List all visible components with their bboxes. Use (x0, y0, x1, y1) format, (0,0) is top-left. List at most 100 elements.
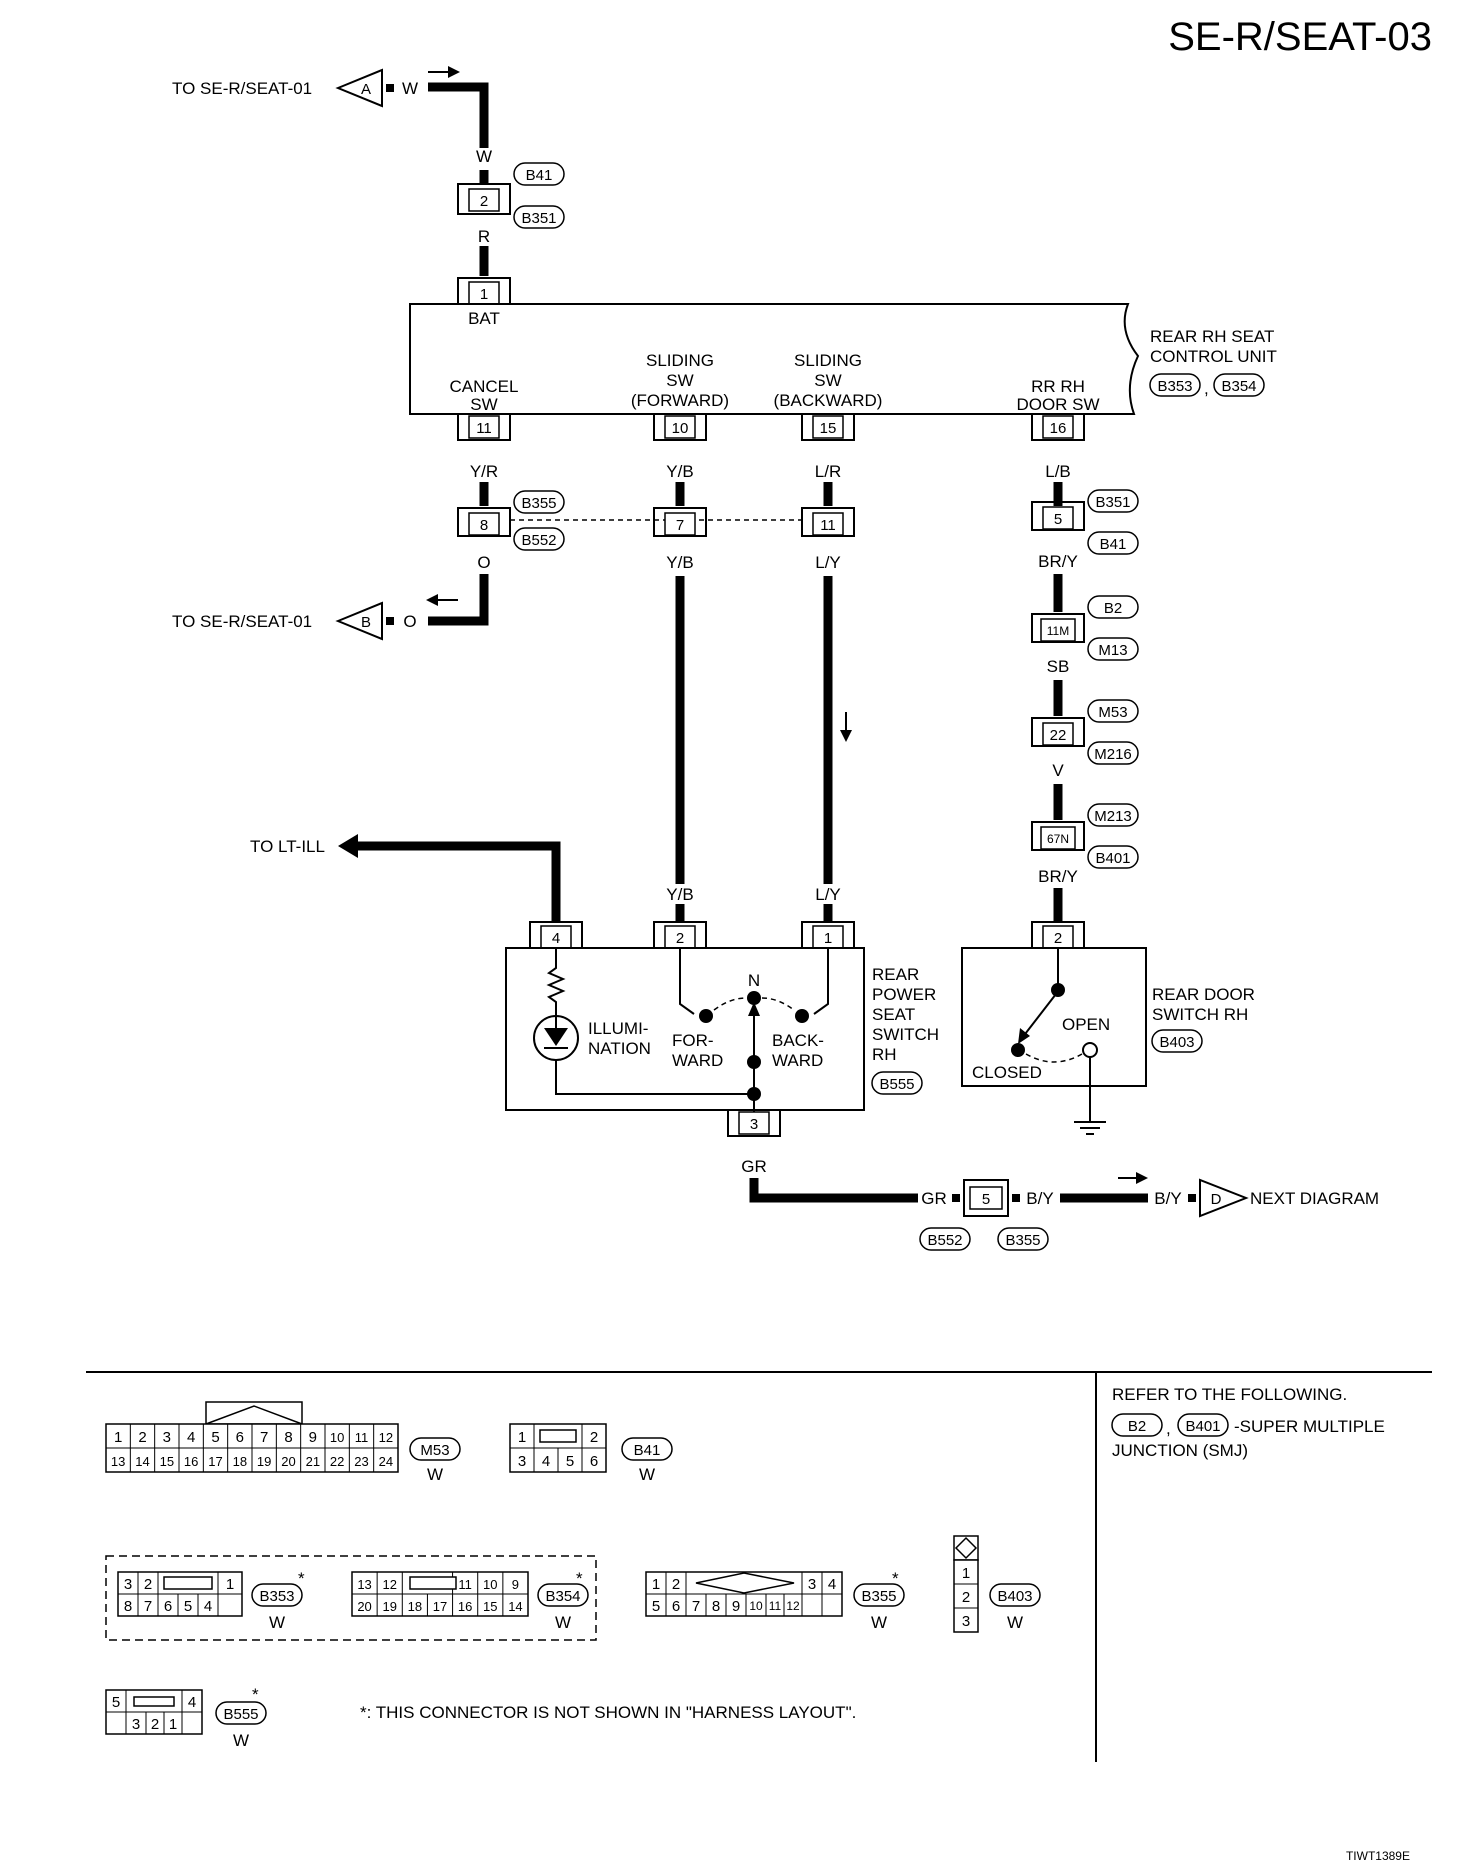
wire-label-lb: L/B (1045, 462, 1071, 481)
badge-b355-bottom (997, 1227, 1049, 1251)
badge-b353-legend (251, 1583, 303, 1607)
seat-switch-pin-group-2 (653, 921, 707, 949)
badge-b355-mid-label: B355 (521, 495, 556, 512)
wire-label-ly-mid: L/Y (815, 553, 841, 572)
neutral-label: N (748, 971, 760, 990)
cu-pin-15-label: 15 (820, 420, 837, 437)
badge-b351-top (513, 205, 565, 229)
conn-pin-67n-label: 67N (1047, 832, 1069, 846)
cu-bat-label: BAT (468, 309, 500, 328)
wire-label-yb-mid: Y/B (666, 553, 693, 572)
badge-b2 (1087, 595, 1139, 619)
wire-label-o: O (477, 553, 490, 572)
badge-b401 (1087, 845, 1139, 869)
wire-label-w-top: W (402, 79, 418, 98)
door-switch-pin-2-label: 2 (1054, 930, 1062, 947)
b403-cell-2: 2 (962, 1589, 970, 1606)
b355-connector-face (645, 1571, 843, 1617)
b353-cell-5: 5 (184, 1598, 192, 1615)
badge-b41-right-label: B41 (1100, 536, 1127, 553)
door-contact-open (1082, 1042, 1098, 1058)
star-b354: * (576, 1569, 583, 1588)
b355-cell-6: 6 (672, 1598, 680, 1615)
cu-pin-group-16 (1031, 414, 1085, 441)
forward-label-1: FOR- (672, 1031, 714, 1050)
door-switch-name-1: REAR DOOR (1152, 985, 1255, 1004)
badge-b552-mid-label: B552 (521, 532, 556, 549)
color-w-b555: W (233, 1731, 249, 1750)
conn-pin-group-11 (801, 507, 855, 537)
b354-cell: 13 (357, 1577, 371, 1592)
conn-pin-group-5-right (1031, 501, 1085, 531)
contact-neutral (747, 991, 761, 1005)
refer-text-2: -SUPER MULTIPLE (1234, 1417, 1385, 1436)
cu-slidef-2: SW (666, 371, 693, 390)
b354-cell: 18 (408, 1599, 422, 1614)
wire-label-by-end: B/Y (1154, 1189, 1181, 1208)
b354-cell: 9 (512, 1577, 519, 1592)
seat-switch-pin-4-label: 4 (552, 930, 560, 947)
b353-cell-4: 4 (204, 1598, 212, 1615)
seat-switch-name-5: RH (872, 1045, 897, 1064)
m53-cell: 15 (160, 1454, 174, 1469)
label-to-seat01-b: TO SE-R/SEAT-01 (172, 612, 312, 631)
badge-b552-bottom (919, 1227, 971, 1251)
conn-stub-left (952, 1194, 960, 1202)
m53-cell: 5 (211, 1429, 219, 1446)
flag-a-stub (386, 84, 394, 92)
cu-pin-16-label: 16 (1050, 420, 1067, 437)
conn-pin-8-label: 8 (480, 517, 488, 534)
wire-label-w: W (476, 147, 492, 166)
cu-slideb-1: SLIDING (794, 351, 862, 370)
wire-lt-ill (356, 841, 561, 922)
wire-label-bry-bottom: BR/Y (1038, 867, 1078, 886)
wire-label-v: V (1052, 761, 1064, 780)
seat-switch-name-4: SWITCH (872, 1025, 939, 1044)
cu-pin-group-11 (457, 414, 511, 441)
page-title: SE-R/SEAT-03 (1168, 15, 1432, 59)
pin-label-b41-2: 2 (480, 193, 488, 210)
b355-cell-8: 8 (712, 1598, 720, 1615)
seat-switch-name-2: POWER (872, 985, 936, 1004)
b355-cell-3: 3 (808, 1576, 816, 1593)
b353-connector-face (117, 1571, 243, 1617)
m53-cell: 1 (114, 1429, 122, 1446)
b555-cell-4: 4 (188, 1694, 196, 1711)
seat-switch-name-1: REAR (872, 965, 919, 984)
label-next-diagram: NEXT DIAGRAM (1250, 1189, 1379, 1208)
badge-b351-right-label: B351 (1095, 494, 1130, 511)
wire-label-o-end: O (403, 612, 416, 631)
wire-label-yb-top: Y/B (666, 462, 693, 481)
badge-b2-refer (1111, 1413, 1163, 1437)
direction-arrowhead-o (426, 594, 438, 606)
cu-door-1: RR RH (1031, 377, 1085, 396)
conn-pin-11-label: 11 (820, 517, 836, 534)
flag-a-letter: A (361, 81, 371, 98)
m53-cell: 8 (284, 1429, 292, 1446)
b555-cell-1: 1 (169, 1716, 177, 1733)
b353-cell-8: 8 (124, 1598, 132, 1615)
badge-m213 (1087, 803, 1139, 827)
star-b355: * (892, 1569, 899, 1588)
conn-stub-right (1012, 1194, 1020, 1202)
cu-slidef-1: SLIDING (646, 351, 714, 370)
badge-m53 (1087, 699, 1139, 723)
flag-d-letter: D (1211, 1191, 1222, 1208)
b355-cell-1: 1 (652, 1576, 660, 1593)
backward-label-1: BACK- (772, 1031, 824, 1050)
badge-b2-label: B2 (1104, 600, 1122, 617)
badge-m13 (1087, 637, 1139, 661)
b353-cell-6: 6 (164, 1598, 172, 1615)
conn-pin-group-22 (1031, 717, 1085, 747)
b41-cell-4: 4 (542, 1453, 550, 1470)
badge-b401-refer-label: B401 (1185, 1418, 1220, 1435)
m53-cell: 19 (257, 1454, 271, 1469)
conn-bracket-b552 (963, 1179, 990, 1217)
m53-cell: 13 (111, 1454, 125, 1469)
badge-b403-legend-label: B403 (997, 1588, 1032, 1605)
m53-cell: 9 (309, 1429, 317, 1446)
cu-cancel-1: CANCEL (450, 377, 519, 396)
badge-b353-legend-label: B353 (259, 1588, 294, 1605)
door-closed-label: CLOSED (972, 1063, 1042, 1082)
badge-sep-b353: , (1204, 379, 1209, 398)
